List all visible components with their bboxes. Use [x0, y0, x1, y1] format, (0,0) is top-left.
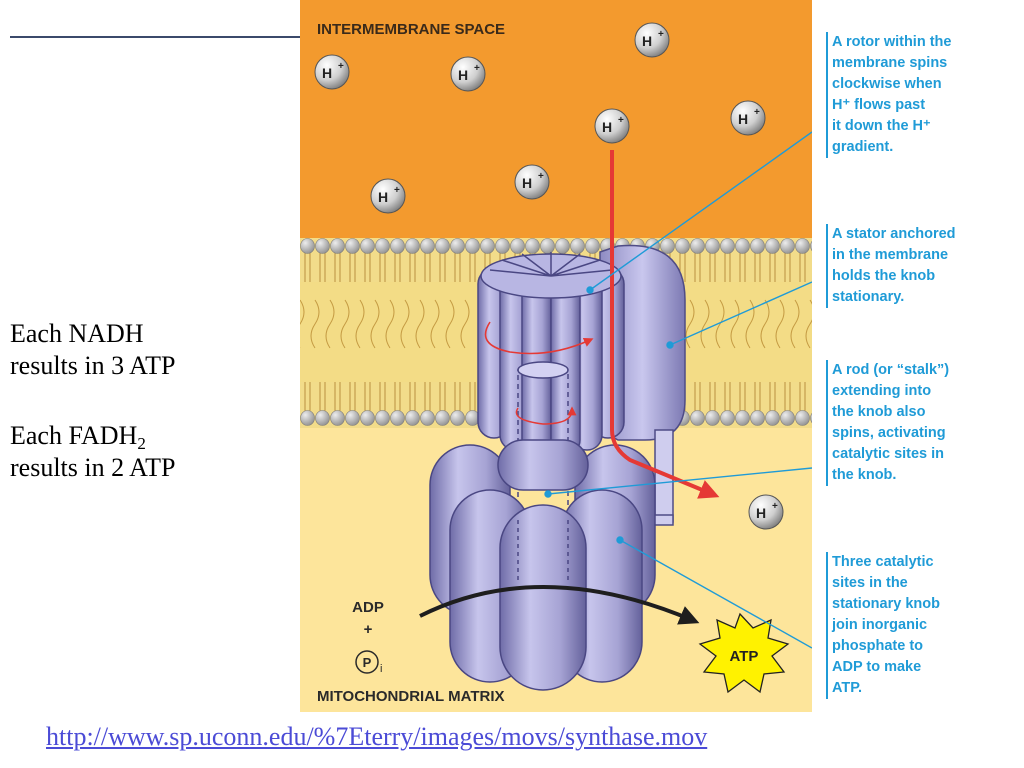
- caption-rod-line: the knob.: [832, 467, 897, 483]
- caption-sites-line: stationary knob: [832, 596, 940, 612]
- proton-4: H +: [594, 108, 630, 144]
- proton-7-label: H: [378, 189, 388, 205]
- proton-5-charge: +: [754, 107, 760, 118]
- caption-rotor-line: H⁺ flows past: [832, 97, 926, 113]
- proton-7-charge: +: [394, 185, 400, 196]
- mitochondrial-matrix-label: MITOCHONDRIAL MATRIX: [317, 688, 505, 705]
- phosphate-subscript: i: [380, 663, 382, 675]
- caption-sites-line: ADP to make: [832, 659, 922, 675]
- caption-stator: A stator anchored in the membrane holds …: [826, 224, 1011, 308]
- phosphate-symbol: P i: [355, 650, 382, 675]
- proton-2: H +: [314, 54, 350, 90]
- caption-leaders: [544, 131, 812, 649]
- proton-5-label: H: [738, 111, 748, 127]
- caption-sites-line: phosphate to: [832, 638, 924, 654]
- caption-sites-line: Three catalytic: [832, 554, 934, 570]
- proton-6-charge: +: [538, 171, 544, 182]
- intermembrane-space-label: INTERMEMBRANE SPACE: [317, 21, 505, 38]
- caption-catalytic-sites: Three catalytic sites in the stationary …: [826, 552, 1011, 699]
- nadh-statement: Each NADH results in 3 ATP: [10, 318, 175, 382]
- top-rule-left: [10, 36, 300, 38]
- proton-8-label: H: [756, 505, 766, 521]
- adp-to-atp-arrow: [419, 585, 700, 625]
- proton-2-charge: +: [338, 61, 344, 72]
- caption-rotor-line: A rotor within the: [832, 34, 952, 50]
- proton-3-charge: +: [474, 63, 480, 74]
- fadh-line-2: results in 2 ATP: [10, 453, 176, 482]
- rotor-rotation-arrow: [484, 321, 594, 355]
- fadh-prefix: Each FADH: [10, 421, 138, 450]
- catalytic-knob: [429, 439, 656, 691]
- proton-4-charge: +: [618, 115, 624, 126]
- proton-8: H +: [748, 494, 784, 530]
- atp-synthase-figure: H + H + H + H + H + H + H: [300, 0, 812, 712]
- caption-stator-line: holds the knob: [832, 268, 936, 284]
- atp-burst: [698, 612, 790, 694]
- proton-3: H +: [450, 56, 486, 92]
- caption-rotor-line: it down the H⁺: [832, 118, 931, 134]
- proton-1-label: H: [642, 33, 652, 49]
- caption-sites-line: ATP.: [832, 680, 863, 696]
- phosphate-label: P: [363, 655, 372, 670]
- caption-rod-line: catalytic sites in: [832, 446, 945, 462]
- proton-1-charge: +: [658, 29, 664, 40]
- caption-stator-line: stationary.: [832, 289, 905, 305]
- proton-flow-arrow: [610, 150, 720, 499]
- atp-synthase-diagram: H + H + H + H + H + H + H: [300, 0, 812, 712]
- caption-stator-line: in the membrane: [832, 247, 949, 263]
- caption-rod: A rod (or “stalk”) extending into the kn…: [826, 360, 1011, 486]
- caption-rotor-line: clockwise when: [832, 76, 942, 92]
- proton-group: H + H + H + H + H + H + H: [314, 22, 784, 530]
- caption-rod-line: A rod (or “stalk”): [832, 362, 950, 378]
- proton-5: H +: [730, 100, 766, 136]
- proton-6-label: H: [522, 175, 532, 191]
- proton-8-charge: +: [772, 501, 778, 512]
- caption-rotor: A rotor within the membrane spins clockw…: [826, 32, 1011, 158]
- adp-plus-label: +: [364, 621, 373, 638]
- caption-sites-line: join inorganic: [832, 617, 928, 633]
- proton-2-label: H: [322, 65, 332, 81]
- proton-4-label: H: [602, 119, 612, 135]
- proton-6: H +: [514, 164, 550, 200]
- caption-panel: A rotor within the membrane spins clockw…: [812, 0, 1024, 712]
- rotor: [477, 252, 625, 455]
- caption-sites-line: sites in the: [832, 575, 908, 591]
- fadh-line-1: Each FADH2: [10, 420, 175, 452]
- caption-rod-line: extending into: [832, 383, 932, 399]
- proton-3-label: H: [458, 67, 468, 83]
- nadh-line-1: Each NADH: [10, 319, 144, 348]
- caption-rod-line: spins, activating: [832, 425, 946, 441]
- caption-rod-line: the knob also: [832, 404, 926, 420]
- fadh-subscript: 2: [137, 434, 146, 453]
- fadh-statement: Each FADH2 results in 2 ATP: [10, 420, 175, 484]
- nadh-line-2: results in 3 ATP: [10, 351, 176, 380]
- adp-label: ADP: [352, 599, 384, 616]
- synthase-movie-link[interactable]: http://www.sp.uconn.edu/%7Eterry/images/…: [46, 722, 708, 751]
- caption-stator-line: A stator anchored: [832, 226, 956, 242]
- caption-rotor-line: membrane spins: [832, 55, 948, 71]
- atp-label: ATP: [730, 648, 759, 665]
- caption-rotor-line: gradient.: [832, 139, 894, 155]
- proton-7: H +: [370, 178, 406, 214]
- proton-1: H +: [634, 22, 670, 58]
